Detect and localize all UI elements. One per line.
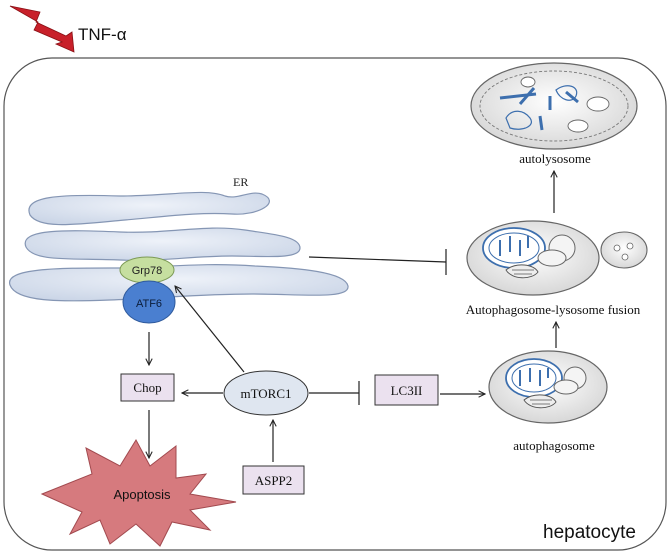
autolysosome-label: autolysosome xyxy=(519,151,591,166)
apoptosis-starburst xyxy=(40,438,237,547)
mtorc1-node xyxy=(223,370,309,416)
tnf-alpha-label: TNF-α xyxy=(78,25,127,44)
hepatocyte-membrane xyxy=(3,57,667,551)
fusion-label: Autophagosome-lysosome fusion xyxy=(466,302,641,317)
lc3ii-box xyxy=(374,374,439,406)
grp78-label: Grp78 xyxy=(132,265,163,277)
lightning-bolt-icon xyxy=(9,5,75,53)
er-label: ER xyxy=(233,175,248,189)
atf6-node xyxy=(122,280,176,324)
atf6-label: ATF6 xyxy=(136,298,162,310)
fusion-vesicle xyxy=(466,220,648,296)
apoptosis-label: Apoptosis xyxy=(113,487,171,502)
er-inhibits-fusion xyxy=(308,249,447,275)
aspp2-label: ASPP2 xyxy=(255,473,293,488)
aspp2-box xyxy=(242,465,305,495)
chop-box xyxy=(120,373,175,402)
autolysosome-vesicle xyxy=(470,62,638,150)
autophagosome-label: autophagosome xyxy=(513,438,595,453)
chop-label: Chop xyxy=(133,380,161,395)
endoplasmic-reticulum xyxy=(9,191,349,302)
mtorc1-inhibits-lc3ii xyxy=(309,381,360,405)
lc3ii-label: LC3II xyxy=(391,383,423,398)
hepatocyte-label: hepatocyte xyxy=(543,522,636,543)
mtorc1-label: mTORC1 xyxy=(240,386,291,401)
autophagosome-vesicle xyxy=(488,350,608,424)
mtorc1-to-atf6-arrow xyxy=(175,286,245,373)
